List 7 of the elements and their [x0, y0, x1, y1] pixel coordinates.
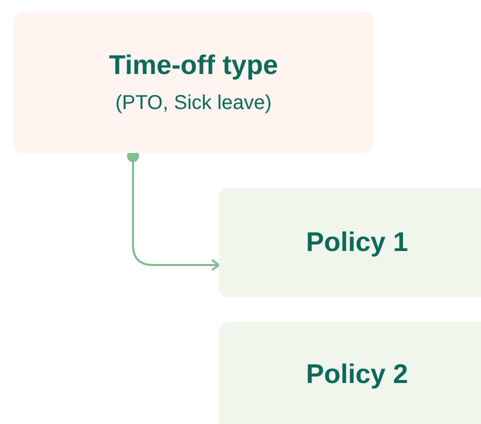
node-title: Time-off type — [108, 49, 278, 82]
node-title: Policy 1 — [306, 226, 408, 259]
node-subtitle: (PTO, Sick leave) — [115, 90, 272, 116]
policy-card — [219, 188, 481, 297]
node-title: Policy 2 — [306, 358, 408, 390]
connector-arrow — [127, 150, 220, 271]
category-card — [14, 12, 373, 153]
